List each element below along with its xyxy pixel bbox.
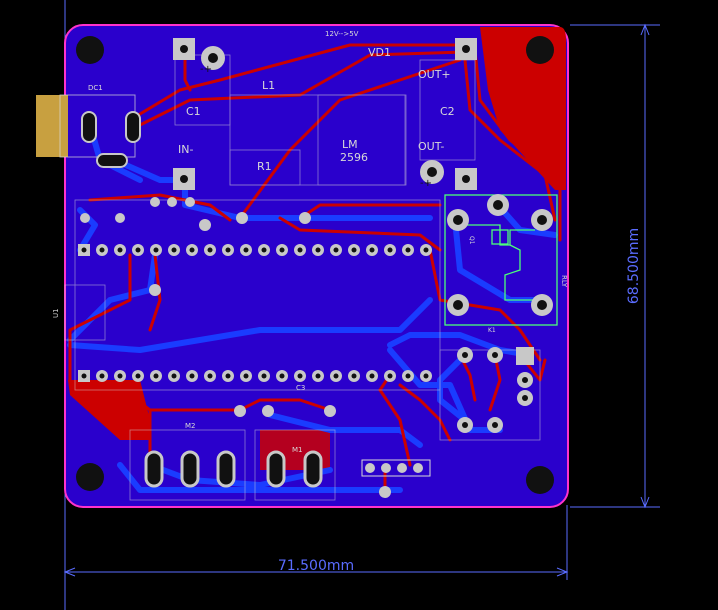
header-pin-hole bbox=[135, 373, 141, 379]
label-dc1: DC1 bbox=[88, 84, 103, 92]
header-pin-hole bbox=[351, 247, 357, 253]
right-small-pads bbox=[457, 347, 534, 433]
dc-jack-body bbox=[36, 95, 68, 157]
motor-terminal-pads bbox=[144, 450, 323, 488]
mounting-holes bbox=[76, 36, 554, 494]
header-pin-hole bbox=[297, 247, 303, 253]
label-out-minus: OUT- bbox=[418, 140, 444, 153]
silkscreen-outlines bbox=[64, 54, 541, 501]
header-pin-hole bbox=[297, 373, 303, 379]
header-pin-hole bbox=[369, 247, 375, 253]
relay-pads bbox=[447, 194, 553, 316]
label-out-plus: OUT+ bbox=[418, 68, 451, 81]
mounting-hole-bottom-left bbox=[76, 463, 104, 491]
header-pin-hole bbox=[279, 373, 285, 379]
label-rly: RLY bbox=[560, 275, 568, 288]
header-pin-hole bbox=[153, 373, 159, 379]
header-pin-hole bbox=[99, 247, 105, 253]
mounting-hole-top-left bbox=[76, 36, 104, 64]
label-in-minus: IN- bbox=[178, 143, 193, 156]
label-m1: M1 bbox=[292, 446, 303, 454]
header-pin-hole bbox=[189, 247, 195, 253]
label-m2: M2 bbox=[185, 422, 196, 430]
header-pin-hole bbox=[405, 373, 411, 379]
label-r1: R1 bbox=[257, 160, 272, 173]
header-pin-hole bbox=[423, 247, 429, 253]
label-lm: LM bbox=[342, 138, 358, 151]
label-q1: Q1 bbox=[468, 236, 475, 245]
header-pin-hole bbox=[261, 373, 267, 379]
round-component-pads bbox=[201, 46, 444, 184]
mcu-header-bottom-row bbox=[78, 370, 432, 382]
header-pin-hole bbox=[243, 373, 249, 379]
height-dimension-label: 68.500mm bbox=[626, 228, 642, 304]
header-pin-hole bbox=[423, 373, 429, 379]
label-c2: C2 bbox=[440, 105, 455, 118]
bottom-header-pads bbox=[234, 405, 431, 498]
header-pin-hole bbox=[315, 247, 321, 253]
header-pin-hole bbox=[153, 247, 159, 253]
mounting-hole-bottom-right bbox=[526, 466, 554, 494]
label-c1: C1 bbox=[186, 105, 201, 118]
label-u1: U1 bbox=[52, 308, 60, 318]
misc-pads bbox=[80, 197, 311, 296]
header-pin-hole bbox=[279, 247, 285, 253]
label-vd1: VD1 bbox=[368, 46, 391, 59]
label-k1: K1 bbox=[488, 327, 496, 334]
header-pin-hole bbox=[99, 373, 105, 379]
mcu-header-top-row bbox=[78, 244, 432, 256]
mounting-hole-top-right bbox=[526, 36, 554, 64]
header-pin-hole bbox=[405, 247, 411, 253]
header-pin-hole bbox=[171, 247, 177, 253]
header-pin-hole bbox=[387, 373, 393, 379]
header-pin-hole bbox=[189, 373, 195, 379]
label-diode-right: -+ bbox=[420, 178, 432, 189]
header-pin-hole bbox=[207, 373, 213, 379]
header-pin-hole bbox=[207, 247, 213, 253]
header-pin-hole bbox=[117, 247, 123, 253]
label-2596: 2596 bbox=[340, 151, 368, 164]
header-pin-hole bbox=[171, 373, 177, 379]
header-pin-hole bbox=[81, 373, 87, 379]
label-voltage-note: 12V-->5V bbox=[325, 30, 359, 38]
header-pin-hole bbox=[369, 373, 375, 379]
dc-jack-pads bbox=[81, 111, 141, 168]
width-dimension-label: 71.500mm bbox=[278, 558, 354, 574]
header-pin-hole bbox=[387, 247, 393, 253]
header-pin-hole bbox=[243, 247, 249, 253]
header-pin-hole bbox=[117, 373, 123, 379]
label-c3: C3 bbox=[296, 384, 305, 392]
header-pin-hole bbox=[81, 247, 87, 253]
header-pin-hole bbox=[351, 373, 357, 379]
header-pin-hole bbox=[315, 373, 321, 379]
header-pin-hole bbox=[333, 373, 339, 379]
header-pin-hole bbox=[225, 373, 231, 379]
label-l1: L1 bbox=[262, 79, 275, 92]
header-pin-hole bbox=[135, 247, 141, 253]
header-pin-hole bbox=[261, 247, 267, 253]
header-pin-hole bbox=[225, 247, 231, 253]
label-diode-left: -+ bbox=[200, 64, 212, 75]
header-pin-hole bbox=[333, 247, 339, 253]
